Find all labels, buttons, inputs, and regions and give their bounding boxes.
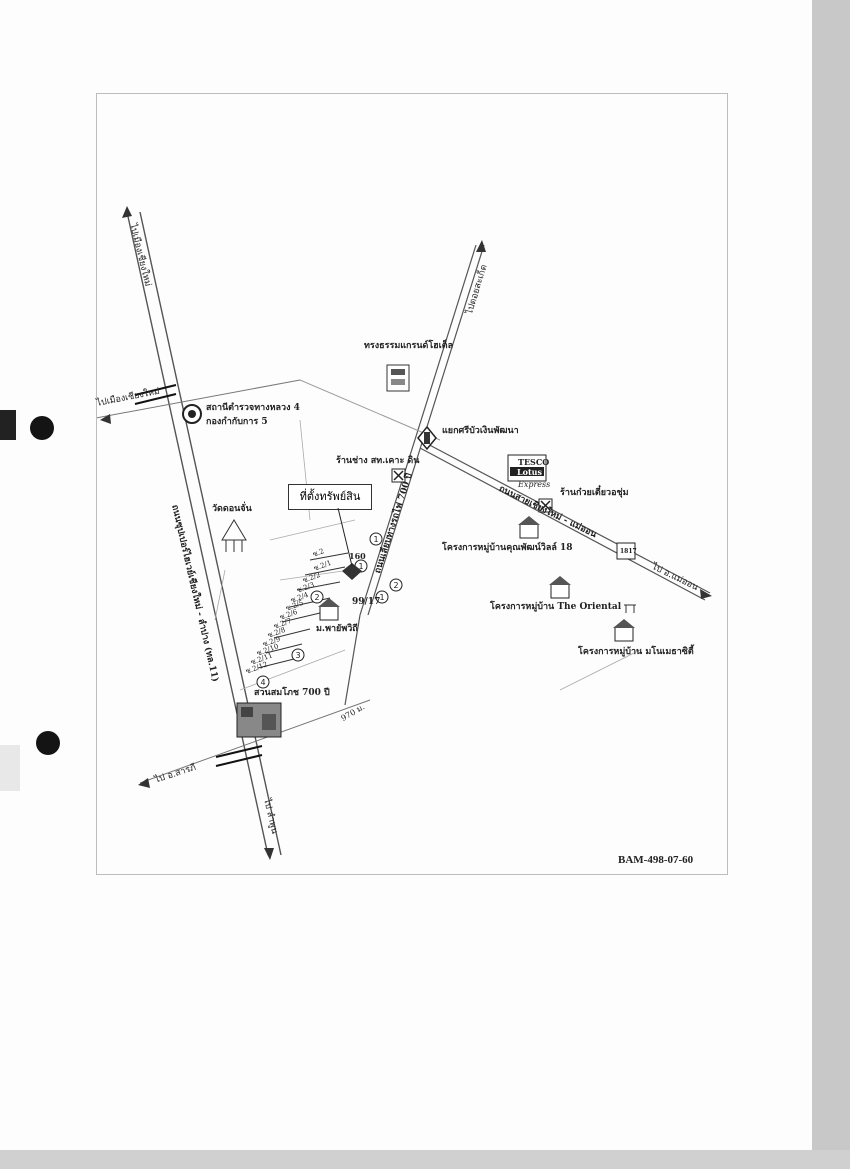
- label-park: สวนสมโภช 700 ปี: [254, 688, 330, 698]
- label-highway-police-2: กองกำกับการ 5: [206, 417, 268, 427]
- label-plot-160: 160: [349, 551, 366, 561]
- label-tesco-3: Express: [518, 480, 551, 489]
- map-code: BAM-498-07-60: [618, 854, 694, 866]
- label-tesco-1: TESCO: [518, 457, 550, 467]
- police-station-icon: [182, 404, 202, 424]
- park-icon: [236, 702, 282, 738]
- label-highway-police-1: สถานีตำรวจทางหลวง 4: [206, 403, 300, 413]
- label-village-2: โครงการหมู่บ้าน The Oriental: [490, 602, 622, 612]
- marker-label: 2: [314, 593, 319, 602]
- village-icon: [318, 516, 635, 642]
- marker-label: 4: [260, 678, 265, 687]
- marker-label: 3: [295, 651, 300, 660]
- marker-label: 1: [373, 535, 378, 544]
- temple-icon: [221, 519, 247, 552]
- shrine-icon: [624, 604, 636, 613]
- property-callout-pointer: [337, 508, 353, 567]
- label-repair-shop: ร้านช่าง สท.เคาะ ดิน: [336, 456, 420, 466]
- label-property-number: 99/17: [352, 597, 381, 607]
- binder-hole-bottom: [36, 731, 60, 755]
- label-village-1: โครงการหมู่บ้านคุณพัฒน์วิลล์ 18: [442, 543, 573, 553]
- binder-hole-top: [30, 416, 54, 440]
- property-icon: [342, 563, 362, 580]
- marker-label: 1: [358, 562, 363, 571]
- store-1817-icon: [616, 542, 636, 560]
- map-frame: [96, 93, 728, 875]
- label-intersection: แยกศรีบัวเงินพัฒนา: [442, 426, 519, 436]
- marker-label: 2: [393, 581, 398, 590]
- repair-shop-icon: [391, 468, 406, 483]
- label-university: ม.พายัพวิถี: [316, 624, 358, 634]
- mae-on-road: [419, 439, 711, 601]
- intersection-icon: [417, 425, 437, 451]
- label-tesco-2: Lotus: [517, 467, 542, 477]
- hotel-icon: [386, 364, 410, 392]
- label-village-3: โครงการหมู่บ้าน มโนเมธาซิตี้: [578, 647, 694, 657]
- label-hotel: ทรงธรรมแกรนด์โฮเต็ล: [364, 341, 454, 351]
- noodle-shop-icon: [538, 498, 553, 513]
- property-location-callout: ที่ตั้งทรัพย์สิน: [288, 484, 372, 510]
- label-noodle-shop: ร้านก๋วยเตี๋ยวอชุ่ม: [560, 488, 629, 498]
- label-store-code: 1817: [620, 548, 637, 555]
- tesco-lotus-icon: [507, 454, 547, 482]
- label-temple: วัดดอนจั่น: [212, 504, 252, 514]
- marker-label: 1: [379, 593, 384, 602]
